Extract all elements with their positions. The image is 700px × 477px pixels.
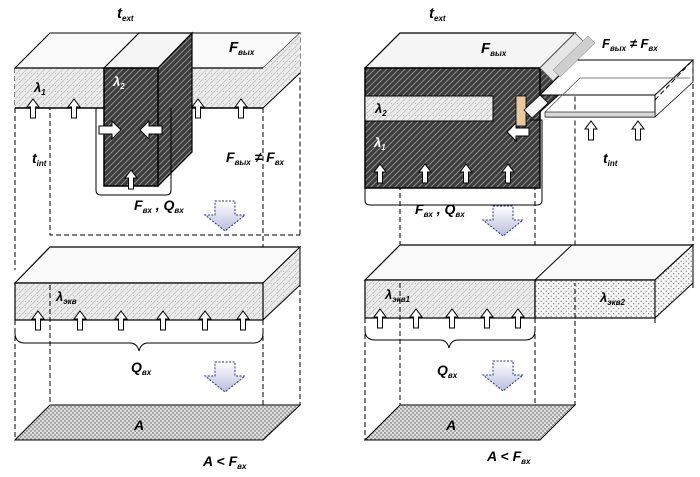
left-big-arrow-bottom bbox=[204, 361, 246, 393]
right-wall-block bbox=[363, 31, 577, 189]
side-arrow-left bbox=[139, 119, 163, 141]
left-big-arrow-top bbox=[204, 200, 246, 232]
left-brace bbox=[14, 332, 264, 352]
left-equivalent-slab bbox=[13, 245, 302, 331]
right-t-ext-label: text bbox=[429, 5, 446, 23]
heat-flow-arrow bbox=[631, 120, 645, 141]
right-t-int-label: tint bbox=[603, 150, 618, 168]
right-big-arrow-top bbox=[482, 205, 524, 237]
right-equivalent-slab bbox=[363, 243, 695, 329]
right-window bbox=[538, 32, 695, 118]
right-area-A-label: A bbox=[445, 417, 456, 433]
heat-flow-arrow bbox=[584, 120, 598, 141]
left-F-Q-label: Fвх , Qвх bbox=[134, 197, 184, 215]
right-diagram bbox=[363, 31, 695, 441]
left-diagram bbox=[13, 31, 302, 441]
right-F-out-label: Fвых bbox=[481, 40, 507, 58]
left-area-A bbox=[13, 404, 302, 441]
right-F-Q-label: Fвх , Qвх bbox=[415, 201, 465, 219]
left-lambda1-label: λ1 bbox=[33, 80, 46, 97]
right-arrows bbox=[373, 120, 645, 184]
left-t-int-label: tint bbox=[32, 150, 47, 168]
left-lambda-eq-label: λэкв bbox=[55, 289, 77, 306]
left-t-ext-label: text bbox=[117, 5, 134, 23]
left-F-neq-label: Fвых ≠ Fвх bbox=[226, 149, 285, 167]
left-F-out-label: Fвых bbox=[229, 39, 255, 57]
left-area-A-label: A bbox=[133, 417, 144, 433]
right-area-A bbox=[363, 404, 577, 441]
side-arrow-left bbox=[506, 121, 530, 143]
right-Q-in-label: Qвх bbox=[437, 362, 458, 380]
right-F-neq-label: Fвых ≠ Fвх bbox=[602, 36, 658, 53]
right-lambda2-label: λ2 bbox=[374, 101, 387, 118]
left-top-arrows bbox=[26, 98, 248, 190]
right-A-lt-F-label: A < Fвх bbox=[486, 448, 531, 466]
left-Q-in-label: Qвх bbox=[131, 359, 152, 377]
left-A-lt-F-label: A < Fвх bbox=[202, 453, 247, 471]
left-lambda2-label: λ2 bbox=[112, 74, 125, 91]
left-column-bracket bbox=[95, 108, 172, 196]
right-lambda1-label: λ1 bbox=[373, 135, 386, 152]
right-brace bbox=[364, 329, 536, 349]
left-column-lambda2 bbox=[102, 31, 194, 188]
right-big-arrow-bottom bbox=[482, 360, 524, 392]
right-lambda-eq1-label: λэкв1 bbox=[384, 287, 411, 304]
right-lambda-eq2-label: λэкв2 bbox=[599, 290, 626, 307]
side-arrow-right bbox=[98, 119, 122, 141]
right-bracket bbox=[364, 119, 543, 206]
